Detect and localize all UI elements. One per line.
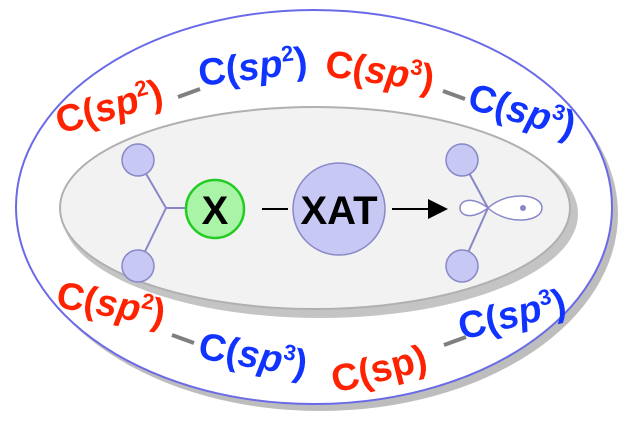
radical-orbital-icon xyxy=(445,143,543,283)
substituent-atom-bottom-left xyxy=(121,249,155,283)
halogen-x-circle xyxy=(184,178,246,240)
bond-top-1 xyxy=(177,87,201,99)
label-c-sp3-top-mid: C(sp3) xyxy=(323,42,437,100)
radical-dot xyxy=(520,205,526,211)
bond-bottom-1 xyxy=(171,333,195,345)
label-c-sp2-bottom-left: C(sp2) xyxy=(53,274,168,335)
xat-abstractor: XAT xyxy=(292,162,386,256)
halogen-x-label: X xyxy=(202,189,229,233)
substituent-atom-top-left xyxy=(121,143,155,177)
left-substrate: X xyxy=(121,143,246,283)
label-c-sp2-top-mid: C(sp2) xyxy=(196,39,310,95)
substituent-atom-bottom-right xyxy=(445,249,479,283)
xat-circle xyxy=(292,162,386,256)
label-c-sp2-top-left: C(sp2) xyxy=(51,71,168,142)
bond-top-2 xyxy=(442,89,466,101)
xat-label: XAT xyxy=(300,189,377,233)
substituent-atom-top-right xyxy=(445,143,479,177)
bond-bottom-2 xyxy=(443,335,467,347)
